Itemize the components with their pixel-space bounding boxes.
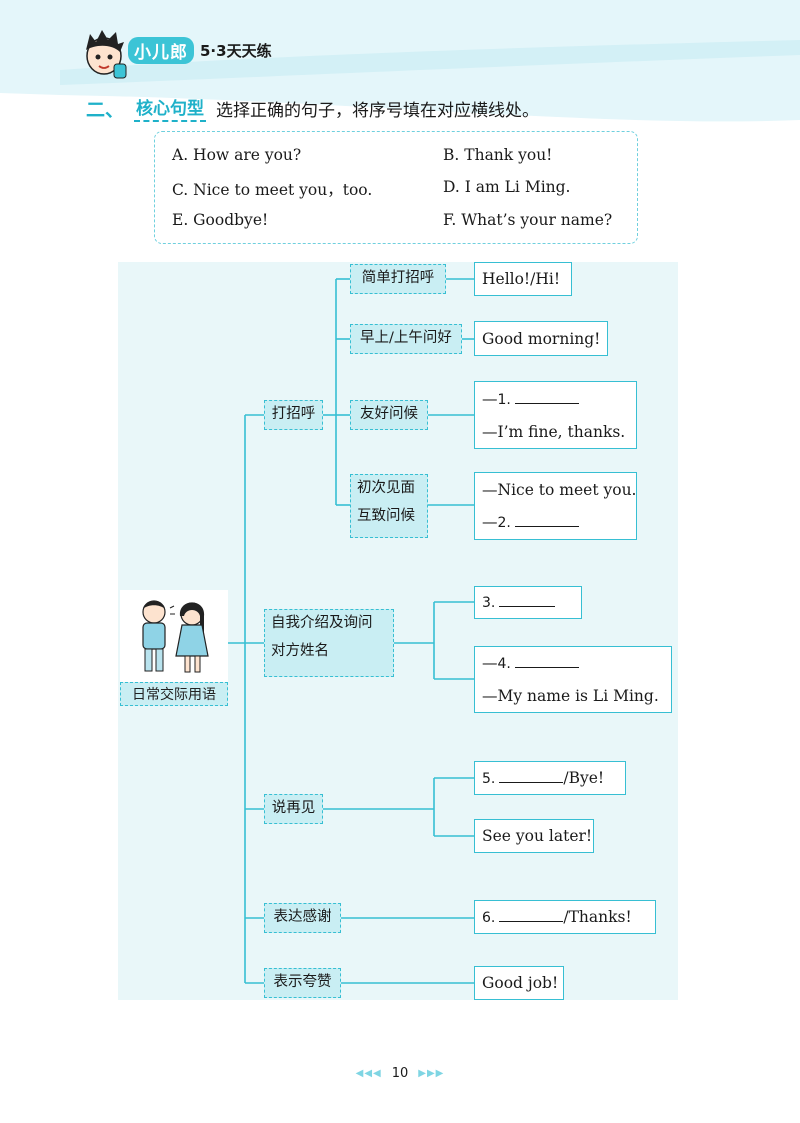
sub-morning-greeting: 早上/上午问好 <box>350 324 462 354</box>
answer-friendly-line2: —I’m fine, thanks. <box>482 422 626 441</box>
answer-thanks: 6. /Thanks! <box>474 900 656 934</box>
answer-intro-question: 3. <box>474 586 582 619</box>
answer-hello-text: Hello!/Hi! <box>482 270 561 288</box>
option-c: C. Nice to meet you，too. <box>172 181 373 199</box>
option-a: A. How are you? <box>172 146 302 164</box>
answer-bye-line: 5. /Bye! <box>482 762 625 795</box>
bye-suffix: /Bye! <box>563 768 605 787</box>
section-tag: 核心句型 <box>134 94 207 122</box>
dash: — <box>482 389 498 408</box>
branch-bye: 说再见 <box>264 794 323 824</box>
blank-3[interactable] <box>499 593 556 607</box>
sub-first-meeting: 初次见面 互致问候 <box>350 474 428 538</box>
option-e: E. Goodbye! <box>172 211 269 229</box>
branch-intro-line2: 对方姓名 <box>271 642 329 659</box>
branch-intro: 自我介绍及询问 对方姓名 <box>264 609 394 677</box>
answer-first-meeting-line1: —Nice to meet you. <box>482 480 637 499</box>
branch-greet: 打招呼 <box>264 400 323 430</box>
answer-first-meeting: —Nice to meet you. —2. <box>474 472 637 540</box>
answer-good-job: Good job! <box>474 966 564 1000</box>
options-box: A. How are you? B. Thank you! C. Nice to… <box>154 131 638 244</box>
blank-number-2: 2. <box>497 514 511 531</box>
boy-mascot-icon <box>86 30 127 79</box>
answer-see-you-text: See you later! <box>482 827 593 845</box>
blank-number-1: 1. <box>497 391 511 408</box>
children-talking-icon <box>142 600 209 673</box>
blank-4[interactable] <box>514 654 579 668</box>
answer-good-morning-text: Good morning! <box>482 329 601 348</box>
answer-good-job-text: Good job! <box>482 974 559 992</box>
answer-intro-dialogue: —4. —My name is Li Ming. <box>474 646 672 713</box>
left-arrows-icon: ◀◀◀ <box>355 1068 382 1079</box>
sub-simple-greeting: 简单打招呼 <box>350 264 446 294</box>
dash: — <box>482 512 498 531</box>
branch-praise: 表示夸赞 <box>264 968 341 998</box>
blank-number-4: 4. <box>497 656 511 672</box>
dash: — <box>482 654 498 672</box>
option-d: D. I am Li Ming. <box>443 178 571 196</box>
page-number: 10 <box>391 1066 409 1081</box>
blank-5[interactable] <box>499 769 564 783</box>
brand-logo-text: 小儿郎 <box>128 37 194 64</box>
series-title: 5·3天天练 <box>200 42 272 60</box>
option-b: B. Thank you! <box>443 146 553 164</box>
sub-first-meeting-line1: 初次见面 <box>357 480 415 496</box>
mindmap-root: 日常交际用语 <box>120 590 228 706</box>
branch-intro-line1: 自我介绍及询问 <box>271 615 373 631</box>
option-f: F. What’s your name? <box>443 211 613 229</box>
answer-intro-line1: —4. <box>482 647 671 680</box>
answer-intro-line2: —My name is Li Ming. <box>482 687 659 705</box>
section-instruction: 选择正确的句子，将序号填在对应横线处。 <box>216 100 540 121</box>
right-arrows-icon: ▶▶▶ <box>418 1068 445 1079</box>
answer-intro-question-line: 3. <box>482 586 581 619</box>
brand: 小儿郎 5·3天天练 <box>128 37 272 64</box>
sub-first-meeting-line2: 互致问候 <box>357 507 415 524</box>
page-footer: ◀◀◀ 10 ▶▶▶ <box>0 1066 800 1081</box>
blank-6[interactable] <box>499 908 564 922</box>
answer-hello: Hello!/Hi! <box>474 262 572 296</box>
sub-friendly-greeting: 友好问候 <box>350 400 428 430</box>
answer-good-morning: Good morning! <box>474 321 608 356</box>
blank-number-5: 5. <box>482 770 496 787</box>
answer-first-meeting-line2: —2. <box>482 506 636 539</box>
section-number: 二、 <box>86 98 125 121</box>
thanks-suffix: /Thanks! <box>563 907 632 926</box>
blank-number-6: 6. <box>482 909 496 926</box>
blank-1[interactable] <box>514 390 579 404</box>
blank-2[interactable] <box>514 513 579 527</box>
answer-bye: 5. /Bye! <box>474 761 626 795</box>
header-band <box>0 0 800 122</box>
root-label: 日常交际用语 <box>120 682 228 706</box>
branch-thanks: 表达感谢 <box>264 903 341 933</box>
answer-thanks-line: 6. /Thanks! <box>482 901 655 934</box>
answer-see-you: See you later! <box>474 819 594 853</box>
section-heading: 二、 核心句型 选择正确的句子，将序号填在对应横线处。 <box>86 94 539 122</box>
blank-number-3: 3. <box>482 595 496 611</box>
answer-friendly-line1: —1. <box>482 383 636 416</box>
answer-friendly: —1. —I’m fine, thanks. <box>474 381 637 449</box>
